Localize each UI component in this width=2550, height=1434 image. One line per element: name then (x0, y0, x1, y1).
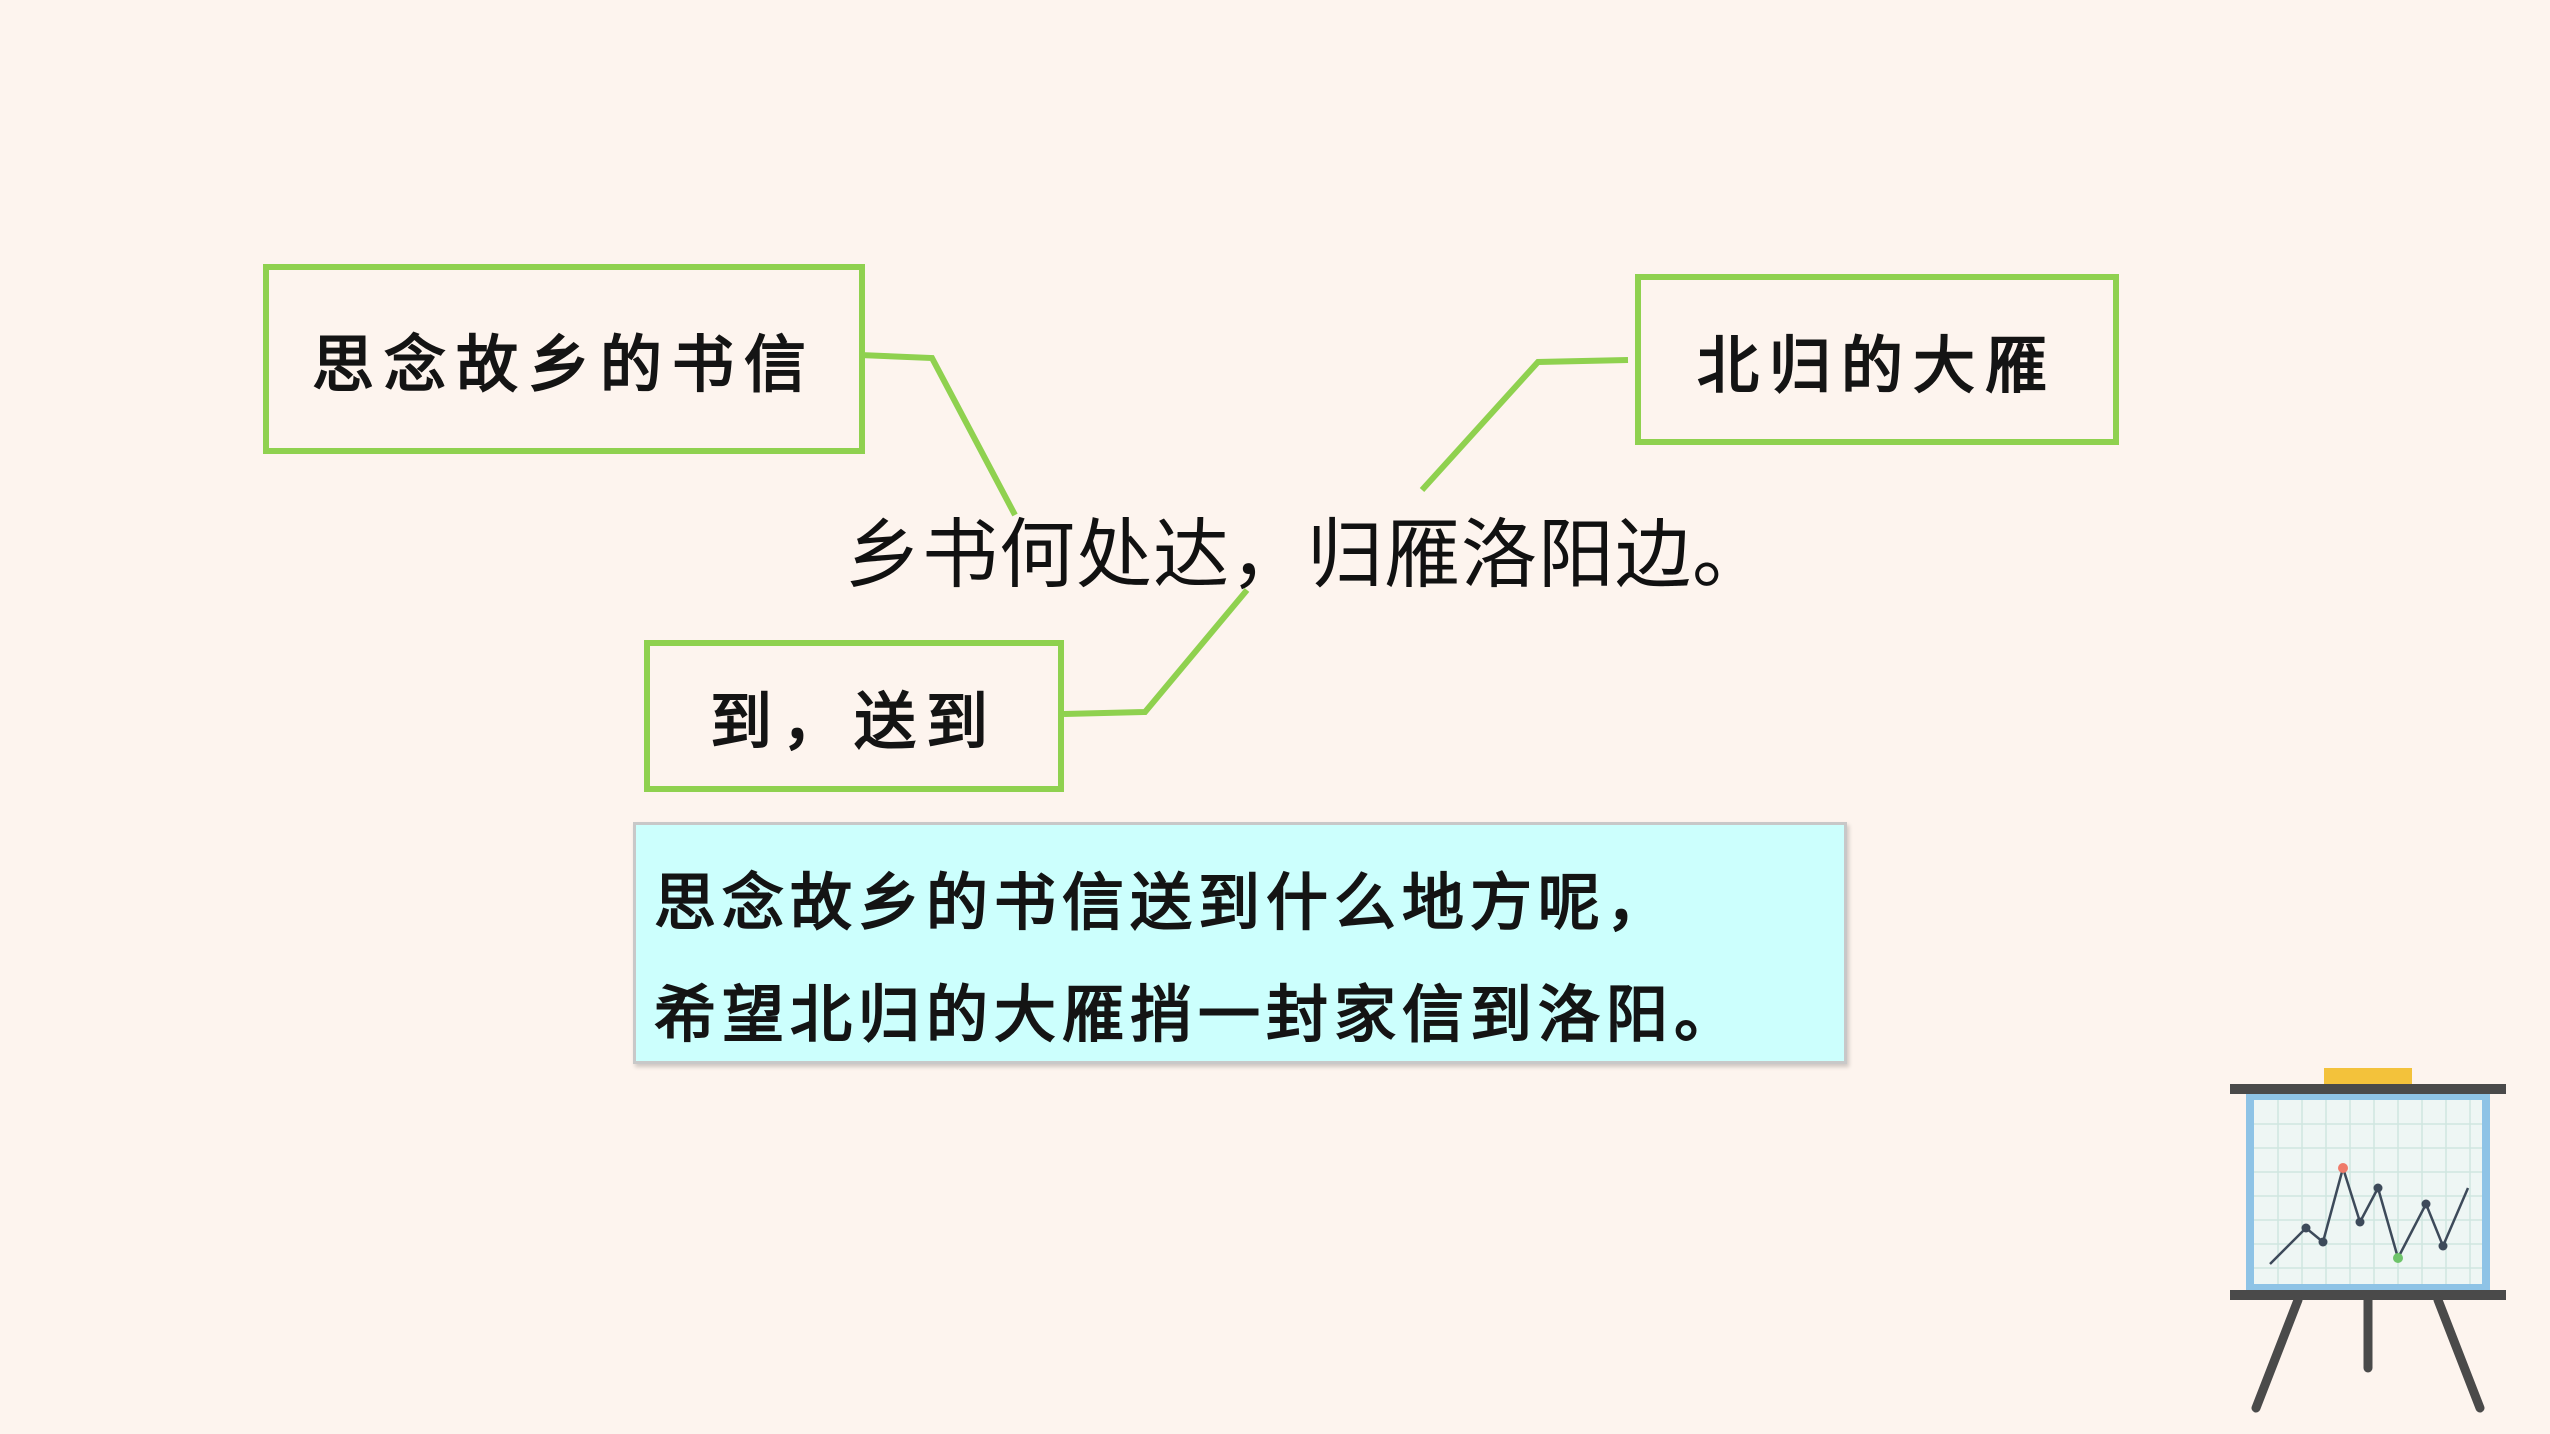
explanation-line-2: 希望北归的大雁捎一封家信到洛阳。 (654, 978, 1743, 1051)
gloss-box-yearning-letter: 思念故乡的书信 (263, 264, 865, 454)
poem-line: 乡书何处达，归雁洛阳边。 (845, 510, 1769, 599)
explanation-box: 思念故乡的书信送到什么地方呢， 希望北归的大雁捎一封家信到洛阳。 (633, 822, 1847, 1064)
gloss-text-right: 北归的大雁 (1696, 328, 2057, 402)
gloss-text-bottom: 到，送到 (709, 685, 998, 758)
easel-chart-icon (2230, 1068, 2506, 1413)
gloss-text-left: 思念故乡的书信 (311, 328, 816, 401)
gloss-box-northbound-geese: 北归的大雁 (1635, 274, 2119, 445)
connector-left (859, 352, 1018, 517)
connector-right (1419, 357, 1629, 493)
gloss-box-arrive: 到，送到 (644, 640, 1064, 792)
explanation-line-1: 思念故乡的书信送到什么地方呢， (654, 866, 1675, 939)
connector-bottom (1063, 588, 1250, 717)
